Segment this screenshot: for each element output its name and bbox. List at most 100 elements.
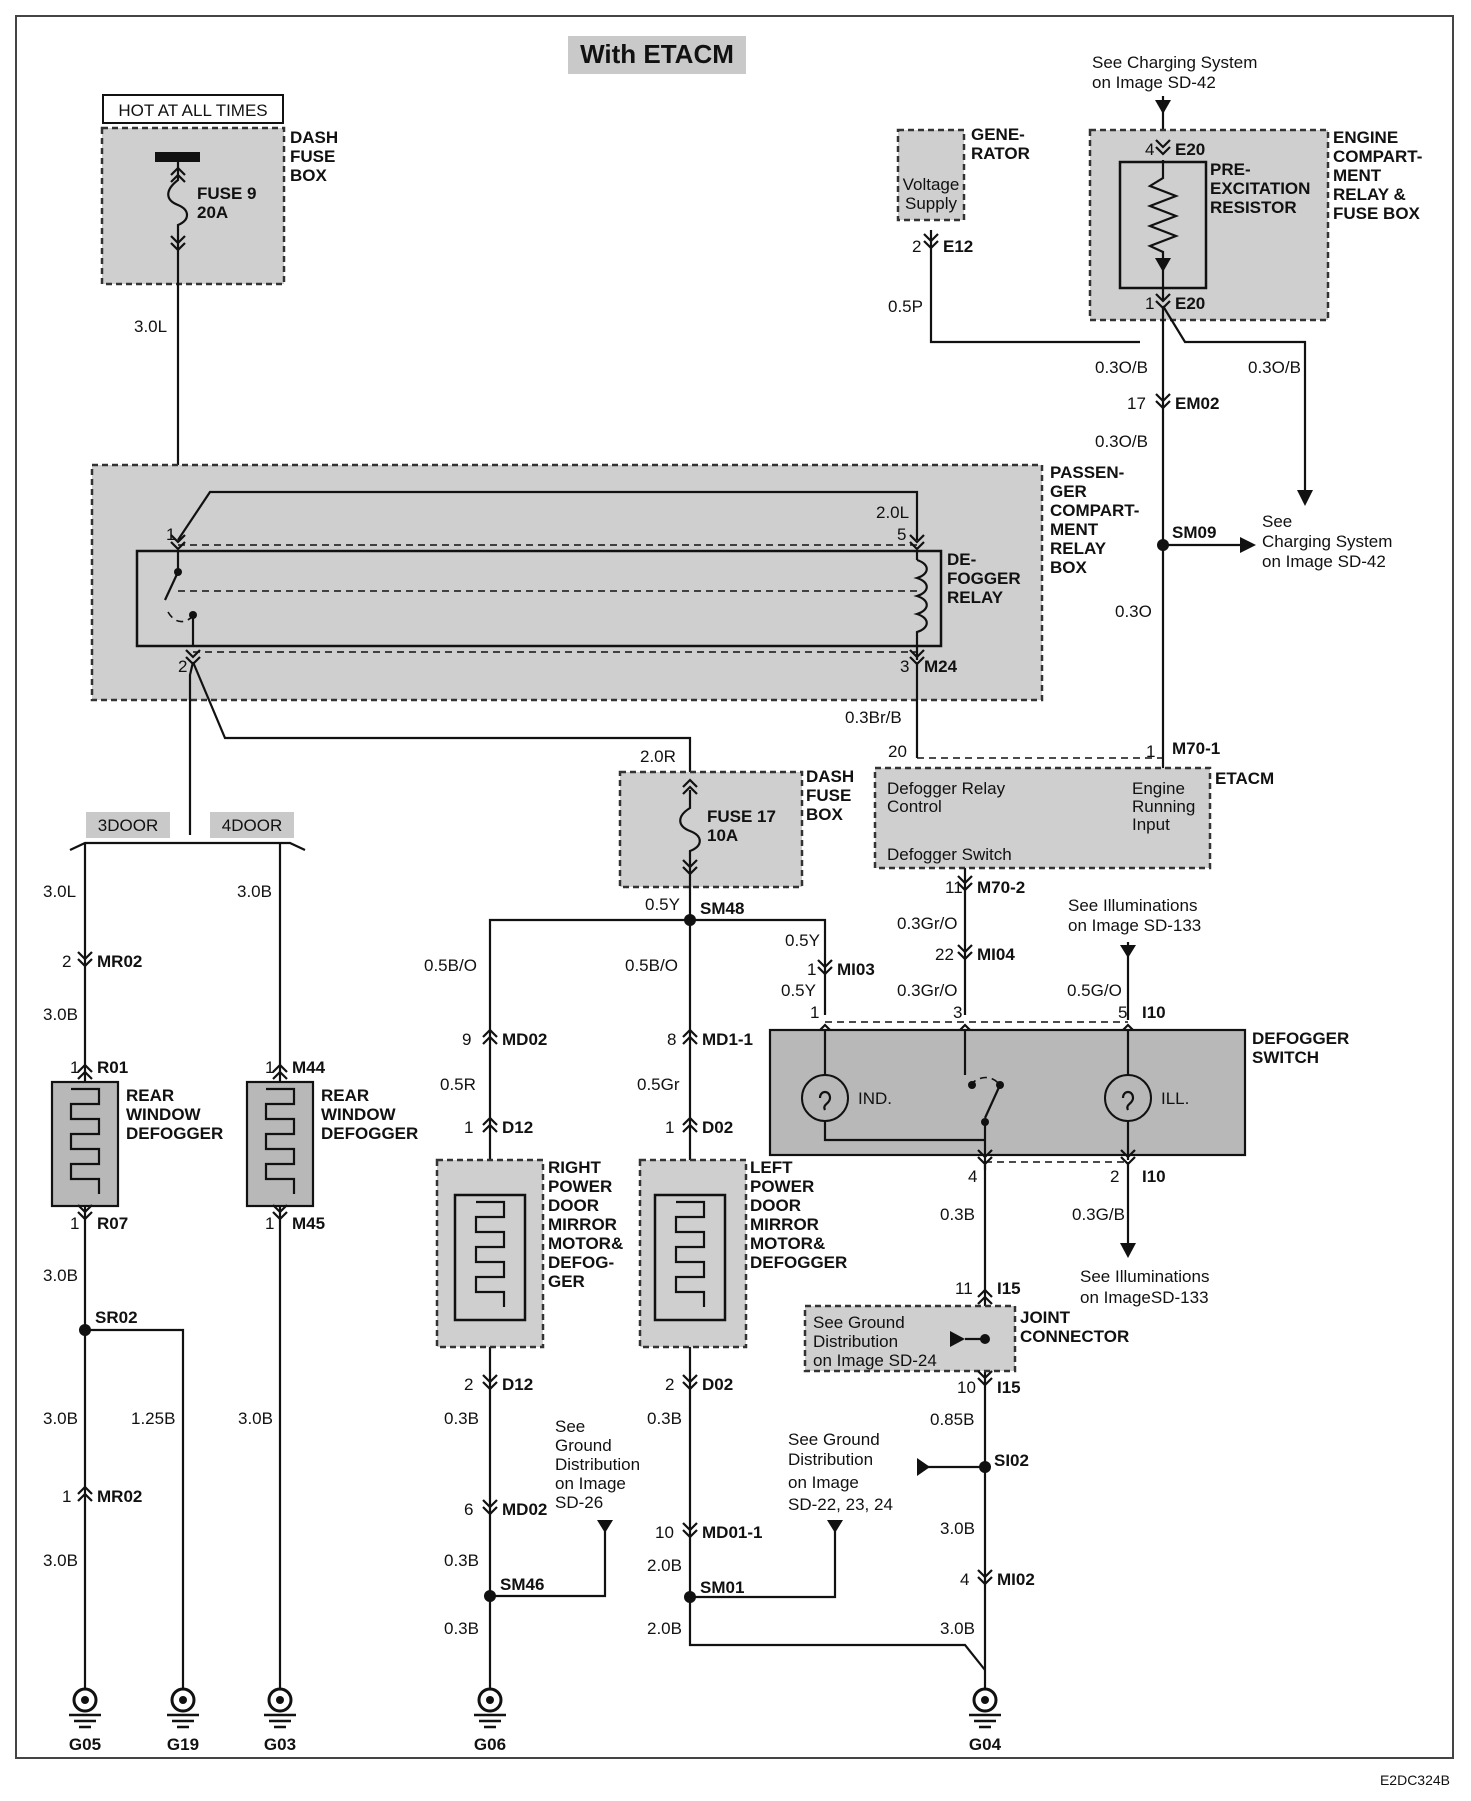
wire-2.0R-label: 2.0R: [640, 747, 676, 766]
md02-a-pin: 9: [462, 1030, 471, 1049]
right-mirror-label-6: DEFOG-: [548, 1253, 614, 1272]
wire-2.0B-b: 2.0B: [647, 1619, 682, 1638]
e20-top-pin: 4: [1145, 140, 1154, 159]
wire-3.0B-a: 3.0B: [43, 1005, 78, 1024]
i15-b-label: I15: [997, 1378, 1021, 1397]
right-mirror-label-3: DOOR: [548, 1196, 599, 1215]
e12-pin: 2: [912, 237, 921, 256]
em02-pin: 17: [1127, 394, 1146, 413]
ground-ref-sd24-3: on Image SD-24: [813, 1351, 937, 1370]
fuse17-symbol: [679, 790, 701, 890]
ground-ref-sd26-5: SD-26: [555, 1493, 603, 1512]
page-frame: [15, 15, 1454, 1759]
wire-3.0B-c: 3.0B: [43, 1409, 78, 1428]
defogger-relay-label-1: DE-: [947, 550, 976, 569]
sm09-label: SM09: [1172, 523, 1216, 542]
ground-ref-sd24-1: See Ground: [813, 1313, 905, 1332]
wire-0.5B/O-a: 0.5B/O: [424, 956, 477, 975]
mr02-a-pin: 2: [62, 952, 71, 971]
i10-bot-pin: 2: [1110, 1167, 1119, 1186]
wire-0.3Br/B-label: 0.3Br/B: [845, 708, 902, 727]
etacm-engine-running-3: Input: [1132, 815, 1170, 834]
r01-label: R01: [97, 1058, 128, 1077]
mi03-pin: 1: [807, 960, 816, 979]
mi04-label: MI04: [977, 945, 1015, 964]
ground-ref-sd26-2: Ground: [555, 1436, 612, 1455]
engine-box-label-2: COMPART-: [1333, 147, 1422, 166]
dash-fuse-box-2-label-1: DASH: [806, 767, 854, 786]
ind-lamp-icon: [801, 1074, 849, 1122]
generator-label-1: GENE-: [971, 125, 1025, 144]
etacm-box: [873, 766, 1212, 870]
wire-0.5R: 0.5R: [440, 1075, 476, 1094]
wire-0.3O/B-right: [1162, 305, 1307, 490]
right-mirror-label-7: GER: [548, 1272, 585, 1291]
charging-ref-right-1: See: [1262, 512, 1292, 531]
joint-connector-label-2: CONNECTOR: [1020, 1327, 1129, 1346]
pre-excitation-label-2: EXCITATION: [1210, 179, 1310, 198]
wire-0.5P: [929, 230, 1140, 344]
ground-ref-sd26-3: Distribution: [555, 1455, 640, 1474]
arrow-from-charging: [1155, 100, 1171, 114]
joint-connector-label-1: JOINT: [1020, 1308, 1071, 1327]
m70-2-label: M70-2: [977, 878, 1025, 897]
relay-pin-1: 1: [166, 525, 175, 544]
ground-g03-icon: [262, 1687, 298, 1729]
dash-fuse-box-1-label-2: FUSE: [290, 147, 335, 166]
generator-inner-1: Voltage: [903, 175, 960, 194]
charging-ref-right-3: on Image SD-42: [1262, 552, 1386, 571]
i10-top-label: I10: [1142, 1003, 1166, 1022]
rear-defogger-4door: [245, 1080, 315, 1208]
dash-fuse-box-1: [100, 126, 286, 286]
m24-bot-label: M24: [924, 657, 958, 676]
wire-3.0B-left: 3.0B: [237, 882, 272, 901]
dash-fuse-box-1-label-1: DASH: [290, 128, 338, 147]
wire-0.3B-d: 0.3B: [647, 1409, 682, 1428]
i15-a-pin: 11: [955, 1279, 973, 1298]
hot-at-all-times-box: [102, 94, 284, 124]
ind-label: IND.: [858, 1089, 892, 1108]
engine-compartment-box: [1088, 128, 1330, 322]
md01-1-pin: 10: [655, 1523, 674, 1542]
wire-0.3Gr/O-b: 0.3Gr/O: [897, 981, 957, 1000]
ground-ref-sd22-2: Distribution: [788, 1450, 873, 1469]
md01-1-label: MD01-1: [702, 1523, 762, 1542]
wire-2.0R: [191, 661, 692, 780]
m44-pin: 1: [265, 1058, 274, 1077]
md02-a-label: MD02: [502, 1030, 547, 1049]
passenger-box-label-3: COMPART-: [1050, 501, 1139, 520]
wire-3.0B-f: 3.0B: [238, 1409, 273, 1428]
dash-fuse-box-2-label-2: FUSE: [806, 786, 851, 805]
etacm-relay-control-1: Defogger Relay: [887, 779, 1006, 798]
fuse9-label-1: FUSE 9: [197, 184, 257, 203]
d12-b-label: D12: [502, 1375, 533, 1394]
ground-ref-sd24-2: Distribution: [813, 1332, 898, 1351]
fuse17-label-2: 10A: [707, 826, 738, 845]
m45-pin: 1: [265, 1214, 274, 1233]
d02-b-label: D02: [702, 1375, 733, 1394]
etacm-engine-running-1: Engine: [1132, 779, 1185, 798]
mi04-pin: 22: [935, 945, 954, 964]
wire-3.0B-b: 3.0B: [43, 1266, 78, 1285]
illum-ref-top-1: See Illuminations: [1068, 896, 1197, 915]
wire-3.0B-d: 3.0B: [43, 1551, 78, 1570]
sm46-label: SM46: [500, 1575, 544, 1594]
engine-box-label-1: ENGINE: [1333, 128, 1398, 147]
m70-1-label: M70-1: [1172, 739, 1220, 758]
etacm-relay-control-2: Control: [887, 797, 942, 816]
passenger-box-label-1: PASSEN-: [1050, 463, 1124, 482]
md02-b-pin: 6: [464, 1500, 473, 1519]
wire-0.5B/O-b: 0.5B/O: [625, 956, 678, 975]
md02-b-label: MD02: [502, 1500, 547, 1519]
charging-ref-top-1: See Charging System: [1092, 53, 1257, 72]
pre-excitation-label-1: PRE-: [1210, 160, 1251, 179]
wire-3.0B-g: 3.0B: [940, 1519, 975, 1538]
left-mirror-label-6: DEFOGGER: [750, 1253, 847, 1272]
wire-0.3G/B: 0.3G/B: [1072, 1205, 1125, 1224]
ground-ref-sd22-3: on Image: [788, 1473, 859, 1492]
d12-b-pin: 2: [464, 1375, 473, 1394]
wire-0.3O/B-a: 0.3O/B: [1095, 358, 1148, 377]
wire-0.3B-b: 0.3B: [444, 1551, 479, 1570]
left-mirror-label-2: POWER: [750, 1177, 814, 1196]
